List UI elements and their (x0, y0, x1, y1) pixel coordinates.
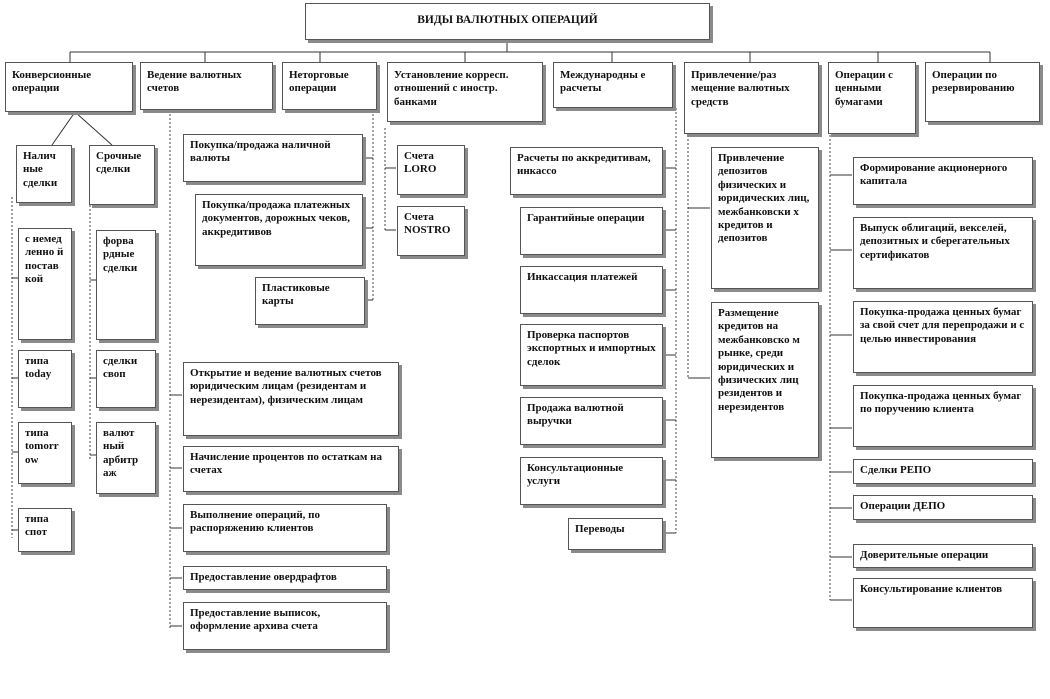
corr-item: Счета NOSTRO (397, 206, 465, 256)
securities-item: Выпуск облигаций, векселей, депозитных и… (853, 217, 1033, 289)
securities-item: Доверительные операции (853, 544, 1033, 568)
forward-item: валют ный арбитр аж (96, 422, 156, 494)
securities-item: Формирование акционерного капитала (853, 157, 1033, 205)
forward-item: форва рдные сделки (96, 230, 156, 340)
nontrade-item-label: Покупка/продажа платежных документов, до… (202, 199, 351, 238)
accounts-item-label: Предоставление овердрафтов (190, 571, 337, 583)
category-accounts-label: Ведение валютных счетов (147, 69, 242, 95)
intl-item: Расчеты по аккредитивам, инкассо (510, 147, 663, 195)
accounts-item-label: Начисление процентов по остаткам на счет… (190, 451, 382, 477)
securities-item: Покупка-продажа ценных бумаг по поручени… (853, 385, 1033, 447)
category-intl: Международны е расчеты (553, 62, 673, 108)
attract-item: Привлечение депозитов физических и юриди… (711, 147, 819, 289)
accounts-item-label: Предоставление выписок, оформление архив… (190, 607, 321, 633)
category-drop-arrows (69, 52, 991, 62)
securities-item: Покупка-продажа ценных бумаг за свой сче… (853, 301, 1033, 373)
accounts-item: Предоставление овердрафтов (183, 566, 387, 590)
accounts-item-label: Выполнение операций, по распоряжению кли… (190, 509, 321, 535)
corr-item: Счета LORO (397, 145, 465, 195)
attract-item-label: Привлечение депозитов физических и юриди… (718, 152, 810, 245)
category-nontrade: Неторговые операции (282, 62, 377, 110)
intl-item-label: Продажа валютной выручки (527, 402, 624, 428)
forward-item: сделки своп (96, 350, 156, 408)
securities-item: Сделки РЕПО (853, 459, 1033, 484)
category-securities-label: Операции с ценными бумагами (835, 69, 894, 108)
intl-item: Переводы (568, 518, 663, 550)
category-reserve: Операции по резервированию (925, 62, 1040, 122)
intl-item-label: Консультационные услуги (527, 462, 624, 488)
category-nontrade-label: Неторговые операции (289, 69, 349, 95)
attract-item-label: Размещение кредитов на межбанковско м ры… (718, 307, 800, 413)
securities-item-label: Формирование акционерного капитала (860, 162, 1008, 188)
securities-item-label: Выпуск облигаций, векселей, депозитных и… (860, 222, 1010, 261)
category-conversion: Конверсионные операции (5, 62, 133, 112)
cash-item: типа today (18, 350, 72, 408)
intl-item: Инкассация платежей (520, 266, 663, 314)
category-accounts: Ведение валютных счетов (140, 62, 273, 110)
accounts-item-label: Открытие и ведение валютных счетов юриди… (190, 367, 382, 406)
cash-item: типа спот (18, 508, 72, 552)
nontrade-item: Покупка/продажа наличной валюты (183, 134, 363, 182)
intl-item-label: Гарантийные операции (527, 212, 645, 224)
corr-item-label: Счета LORO (404, 150, 437, 176)
securities-item-label: Покупка-продажа ценных бумаг по поручени… (860, 390, 1022, 416)
intl-item-label: Расчеты по аккредитивам, инкассо (517, 152, 651, 178)
category-securities: Операции с ценными бумагами (828, 62, 916, 134)
cash-item-label: типа спот (25, 513, 49, 539)
category-conversion-label: Конверсионные операции (12, 69, 92, 95)
category-attract-label: Привлечение/раз мещение валютных средств (691, 69, 790, 108)
conversion-cash-deals-label: Налич ные сделки (23, 150, 58, 189)
corr-item-label: Счета NOSTRO (404, 211, 451, 237)
nontrade-item-label: Пластиковые карты (262, 282, 330, 308)
intl-item: Гарантийные операции (520, 207, 663, 255)
conversion-forward-deals: Срочные сделки (89, 145, 155, 205)
forward-item-label: валют ный арбитр аж (103, 427, 139, 480)
category-intl-label: Международны е расчеты (560, 69, 646, 95)
intl-item: Консультационные услуги (520, 457, 663, 505)
intl-item: Проверка паспортов экспортных и импортны… (520, 324, 663, 386)
intl-item-label: Переводы (575, 523, 625, 535)
cash-item-label: с немед ленно й постав кой (25, 233, 64, 286)
cash-item: типа tomorr ow (18, 422, 72, 484)
accounts-item: Начисление процентов по остаткам на счет… (183, 446, 399, 492)
intl-item-label: Инкассация платежей (527, 271, 638, 283)
securities-item-label: Покупка-продажа ценных бумаг за свой сче… (860, 306, 1025, 345)
nontrade-item: Покупка/продажа платежных документов, до… (195, 194, 363, 266)
forward-item-label: форва рдные сделки (103, 235, 138, 274)
accounts-item: Открытие и ведение валютных счетов юриди… (183, 362, 399, 436)
securities-item-label: Доверительные операции (860, 549, 989, 561)
category-corr: Установление корресп. отношений с иностр… (387, 62, 543, 122)
cash-item-label: типа tomorr ow (25, 427, 59, 466)
cash-item-label: типа today (25, 355, 52, 381)
diagram-title-text: ВИДЫ ВАЛЮТНЫХ ОПЕРАЦИЙ (417, 14, 598, 26)
securities-item: Консультирование клиентов (853, 578, 1033, 628)
category-reserve-label: Операции по резервированию (932, 69, 1015, 95)
attract-item: Размещение кредитов на межбанковско м ры… (711, 302, 819, 458)
securities-item: Операции ДЕПО (853, 495, 1033, 520)
securities-item-label: Консультирование клиентов (860, 583, 1003, 595)
intl-item: Продажа валютной выручки (520, 397, 663, 445)
forward-item-label: сделки своп (103, 355, 138, 381)
securities-item-label: Сделки РЕПО (860, 464, 932, 476)
conversion-cash-deals: Налич ные сделки (16, 145, 72, 203)
accounts-item: Предоставление выписок, оформление архив… (183, 602, 387, 650)
securities-item-label: Операции ДЕПО (860, 500, 946, 512)
intl-item-label: Проверка паспортов экспортных и импортны… (527, 329, 656, 368)
conversion-forward-deals-label: Срочные сделки (96, 150, 142, 176)
category-attract: Привлечение/раз мещение валютных средств (684, 62, 819, 134)
nontrade-item-label: Покупка/продажа наличной валюты (190, 139, 331, 165)
cash-item: с немед ленно й постав кой (18, 228, 72, 340)
accounts-item: Выполнение операций, по распоряжению кли… (183, 504, 387, 552)
category-corr-label: Установление корресп. отношений с иностр… (394, 69, 509, 108)
nontrade-item: Пластиковые карты (255, 277, 365, 325)
diagram-title: ВИДЫ ВАЛЮТНЫХ ОПЕРАЦИЙ (305, 3, 710, 40)
